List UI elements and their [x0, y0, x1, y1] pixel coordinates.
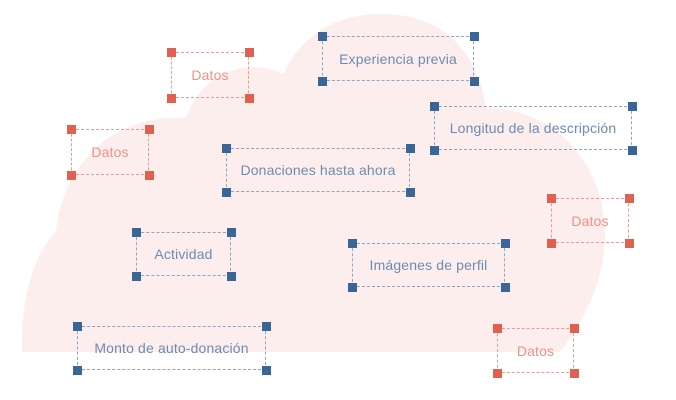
resize-handle-se[interactable]	[627, 145, 637, 155]
selection-box-label-datos-right: Datos	[571, 212, 609, 229]
resize-handle-nw[interactable]	[492, 323, 502, 333]
resize-handle-ne[interactable]	[226, 227, 236, 237]
resize-handle-ne[interactable]	[144, 124, 154, 134]
resize-handle-nw[interactable]	[72, 321, 82, 331]
selection-box-experiencia-previa[interactable]: Experiencia previa	[317, 31, 479, 86]
resize-handle-ne[interactable]	[405, 143, 415, 153]
selection-frame	[171, 52, 249, 98]
resize-handle-se[interactable]	[500, 282, 510, 292]
selection-box-label-actividad: Actividad	[154, 246, 213, 262]
resize-handle-sw[interactable]	[492, 368, 502, 378]
resize-handle-ne[interactable]	[244, 47, 254, 57]
resize-handle-nw[interactable]	[546, 193, 556, 203]
resize-handle-ne[interactable]	[627, 101, 637, 111]
selection-frame	[352, 243, 505, 287]
resize-handle-sw[interactable]	[66, 170, 76, 180]
selection-box-datos-right[interactable]: Datos	[546, 193, 634, 248]
selection-box-imagenes-de-perfil[interactable]: Imágenes de perfil	[347, 238, 510, 292]
resize-handle-nw[interactable]	[347, 238, 357, 248]
selection-box-datos-bottom[interactable]: Datos	[492, 323, 579, 378]
selection-box-label-datos-top-left: Datos	[191, 67, 229, 83]
resize-handle-nw[interactable]	[166, 47, 176, 57]
resize-handle-sw[interactable]	[546, 238, 556, 248]
selection-box-label-datos-left: Datos	[91, 144, 129, 160]
resize-handle-ne[interactable]	[261, 321, 271, 331]
selection-box-donaciones-hasta-ahora[interactable]: Donaciones hasta ahora	[221, 143, 415, 197]
resize-handle-ne[interactable]	[569, 323, 579, 333]
resize-handle-ne[interactable]	[469, 31, 479, 41]
selection-frame	[77, 326, 266, 370]
selection-box-monto-auto-donacion[interactable]: Monto de auto-donación	[72, 321, 271, 375]
resize-handle-se[interactable]	[569, 368, 579, 378]
resize-handle-nw[interactable]	[429, 101, 439, 111]
resize-handle-se[interactable]	[244, 93, 254, 103]
resize-handle-sw[interactable]	[317, 76, 327, 86]
selection-box-label-longitud-descripcion: Longitud de la descripción	[449, 120, 617, 136]
selection-frame	[434, 106, 632, 150]
resize-handle-sw[interactable]	[166, 93, 176, 103]
selection-frame	[497, 328, 574, 373]
resize-handle-se[interactable]	[226, 271, 236, 281]
selection-box-label-donaciones-hasta-ahora: Donaciones hasta ahora	[240, 162, 396, 178]
resize-handle-se[interactable]	[405, 187, 415, 197]
selection-box-label-monto-auto-donacion: Monto de auto-donación	[94, 340, 249, 356]
selection-box-datos-top-left[interactable]: Datos	[166, 47, 254, 103]
resize-handle-ne[interactable]	[500, 238, 510, 248]
resize-handle-ne[interactable]	[624, 193, 634, 203]
selection-box-actividad[interactable]: Actividad	[131, 227, 236, 281]
resize-handle-nw[interactable]	[131, 227, 141, 237]
selection-frame	[226, 148, 410, 192]
selection-frame	[322, 36, 474, 81]
selection-frame	[136, 232, 231, 276]
resize-handle-se[interactable]	[469, 76, 479, 86]
resize-handle-nw[interactable]	[221, 143, 231, 153]
selection-box-label-experiencia-previa: Experiencia previa	[339, 50, 457, 67]
resize-handle-nw[interactable]	[317, 31, 327, 41]
selection-frame	[551, 198, 629, 243]
resize-handle-sw[interactable]	[72, 365, 82, 375]
resize-handle-se[interactable]	[261, 365, 271, 375]
selection-box-datos-left[interactable]: Datos	[66, 124, 154, 180]
selection-frame	[71, 129, 149, 175]
selection-box-longitud-descripcion[interactable]: Longitud de la descripción	[429, 101, 637, 155]
resize-handle-se[interactable]	[144, 170, 154, 180]
resize-handle-nw[interactable]	[66, 124, 76, 134]
resize-handle-sw[interactable]	[131, 271, 141, 281]
resize-handle-sw[interactable]	[429, 145, 439, 155]
resize-handle-sw[interactable]	[347, 282, 357, 292]
selection-box-label-imagenes-de-perfil: Imágenes de perfil	[369, 257, 488, 273]
resize-handle-sw[interactable]	[221, 187, 231, 197]
resize-handle-se[interactable]	[624, 238, 634, 248]
selection-box-label-datos-bottom: Datos	[516, 342, 555, 359]
